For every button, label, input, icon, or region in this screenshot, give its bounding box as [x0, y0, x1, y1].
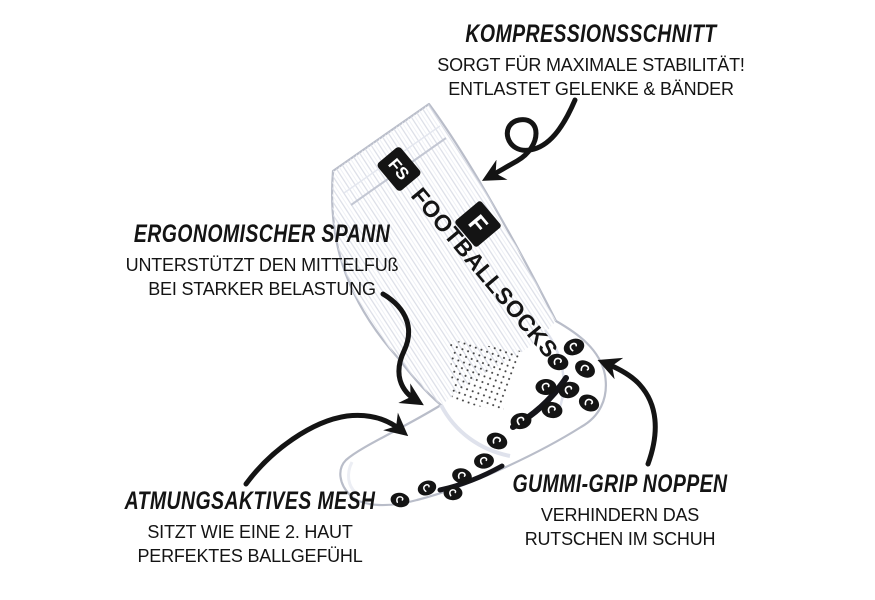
callout-line: SITZT WIE EINE 2. HAUT — [147, 522, 353, 542]
callout-line: RUTSCHEN IM SCHUH — [524, 529, 716, 549]
callout-kompressionsschnitt: KOMPRESSIONSSCHNITT SORGT FÜR MAXIMALE S… — [430, 20, 752, 101]
toe-shade — [347, 461, 358, 495]
arrow-mesh — [243, 412, 409, 487]
callout-line: PERFEKTES BALLGEFÜHL — [137, 546, 363, 566]
f-logo: F — [455, 201, 501, 247]
callout-title: ERGONOMISCHER SPANN — [133, 220, 391, 248]
arrow-kompressionsschnitt — [481, 97, 578, 181]
callout-gummi-grip-noppen: GUMMI-GRIP NOPPEN VERHINDERN DAS RUTSCHE… — [482, 470, 758, 551]
callout-line: UNTERSTÜTZT DEN MITTELFUß — [125, 255, 399, 275]
callout-line: ENTLASTET GELENKE & BÄNDER — [448, 79, 734, 99]
callout-title: KOMPRESSIONSSCHNITT — [465, 20, 717, 48]
grip-dot — [442, 485, 464, 501]
callout-title: GUMMI-GRIP NOPPEN — [512, 470, 728, 498]
callout-atmungsaktives-mesh: ATMUNGSAKTIVES MESH SITZT WIE EINE 2. HA… — [89, 487, 411, 568]
callout-ergonomischer-spann: ERGONOMISCHER SPANN UNTERSTÜTZT DEN MITT… — [98, 220, 427, 301]
callout-line: BEI STARKER BELASTUNG — [148, 279, 376, 299]
fs-logo: FS — [377, 147, 421, 191]
instep-mesh — [450, 340, 521, 411]
arrow-spann — [380, 291, 424, 406]
callout-line: VERHINDERN DAS — [540, 505, 700, 525]
grip-dot — [534, 378, 558, 396]
callout-line: SORGT FÜR MAXIMALE STABILITÄT! — [437, 55, 745, 75]
arrow-noppen — [597, 357, 658, 467]
instep-shade — [439, 404, 511, 458]
callout-title: ATMUNGSAKTIVES MESH — [124, 487, 376, 515]
